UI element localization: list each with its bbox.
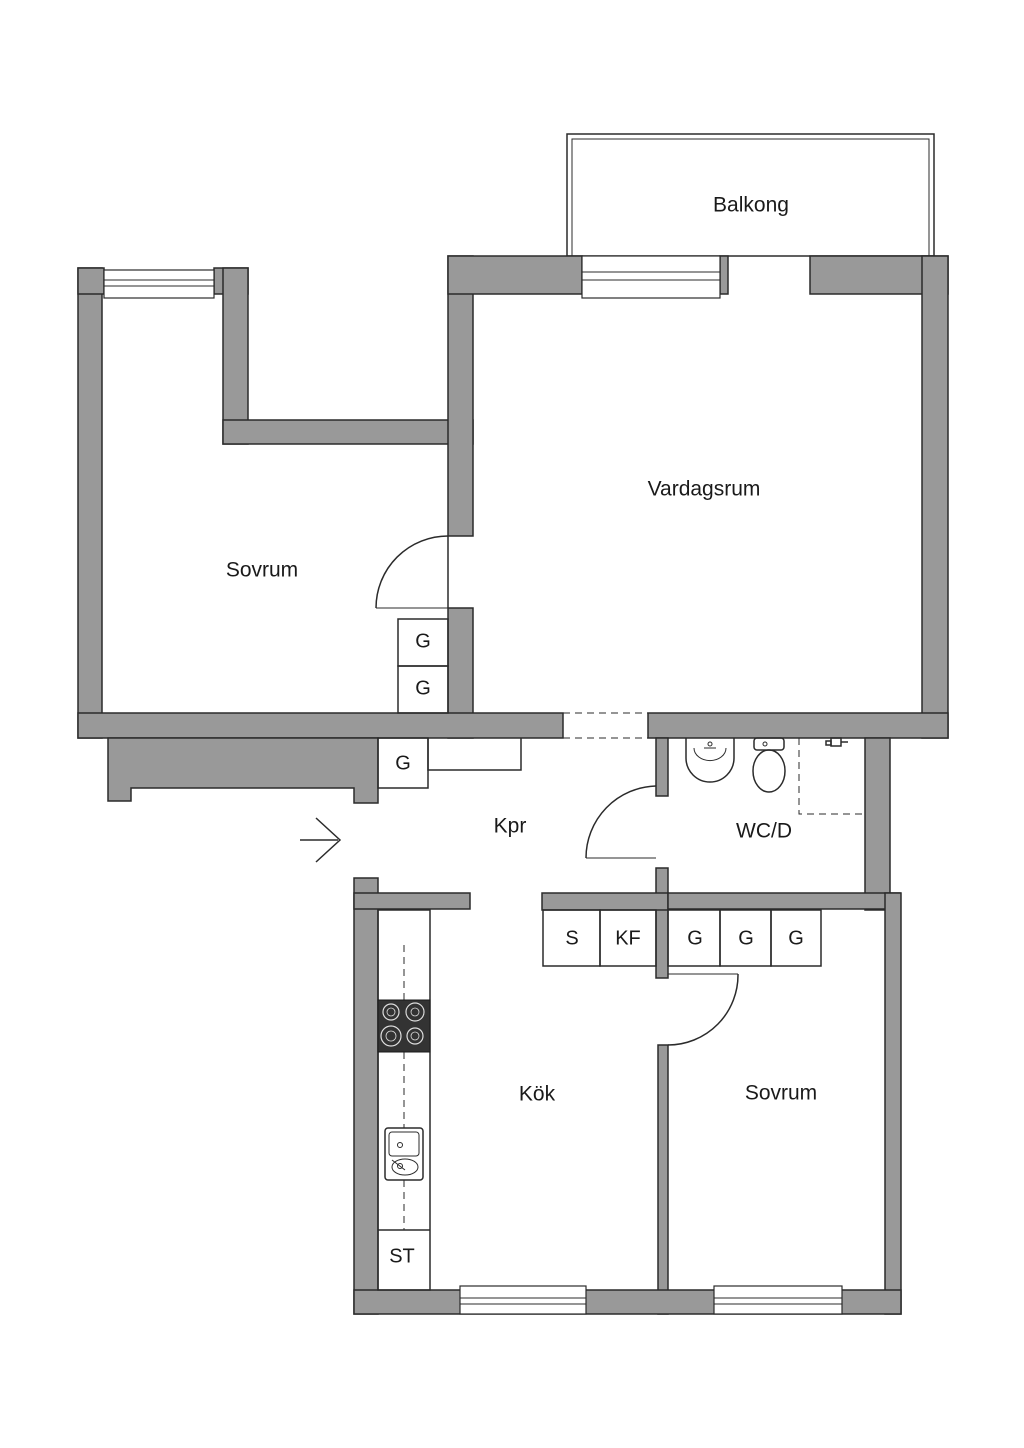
sink-icon xyxy=(384,1127,424,1181)
closet-labels: G G G S KF G G G ST xyxy=(389,630,804,1267)
room-label-kok: Kök xyxy=(519,1083,556,1106)
walls xyxy=(77,255,949,1315)
closet-label-g2: G xyxy=(415,677,431,699)
window-bedroom-1 xyxy=(103,269,215,299)
entrance-arrow-icon xyxy=(300,817,342,863)
closet-row xyxy=(542,909,822,967)
room-labels: Balkong Vardagsrum Sovrum Kpr WC/D Kök S… xyxy=(226,194,817,1106)
window-kitchen xyxy=(459,1285,587,1315)
faucet-icon xyxy=(825,737,848,747)
wc-fixtures xyxy=(685,737,865,815)
door-bedroom-1 xyxy=(375,535,449,609)
closet-label-st: ST xyxy=(389,1245,415,1267)
room-label-wc: WC/D xyxy=(736,820,792,843)
closet-label-g6: G xyxy=(788,927,804,949)
room-label-kpr: Kpr xyxy=(494,815,527,838)
room-label-balkong: Balkong xyxy=(713,194,789,217)
closets-bedroom-1 xyxy=(397,618,449,714)
room-label-sovrum-1: Sovrum xyxy=(226,559,298,582)
doors xyxy=(375,535,739,1046)
door-bedroom-2 xyxy=(667,973,739,1046)
closet-label-g1: G xyxy=(415,630,431,652)
hall-closet xyxy=(377,737,522,789)
closet-label-kf: KF xyxy=(615,927,641,949)
kitchen-counter xyxy=(377,909,431,1291)
windows xyxy=(103,255,843,1315)
window-living-room xyxy=(581,255,721,299)
stove-icon xyxy=(377,999,431,1053)
room-label-vardagsrum: Vardagsrum xyxy=(648,478,761,501)
washer-space xyxy=(798,738,865,815)
door-wc xyxy=(585,785,657,859)
openings xyxy=(563,712,648,739)
room-label-sovrum-2: Sovrum xyxy=(745,1082,817,1105)
washbasin-icon xyxy=(685,738,735,783)
balcony xyxy=(566,133,935,257)
closet-label-g5: G xyxy=(738,927,754,949)
closet-label-s: S xyxy=(565,927,578,949)
window-bedroom-2 xyxy=(713,1285,843,1315)
closet-label-g4: G xyxy=(687,927,703,949)
toilet-icon xyxy=(752,737,786,793)
closet-label-g3: G xyxy=(395,752,411,774)
